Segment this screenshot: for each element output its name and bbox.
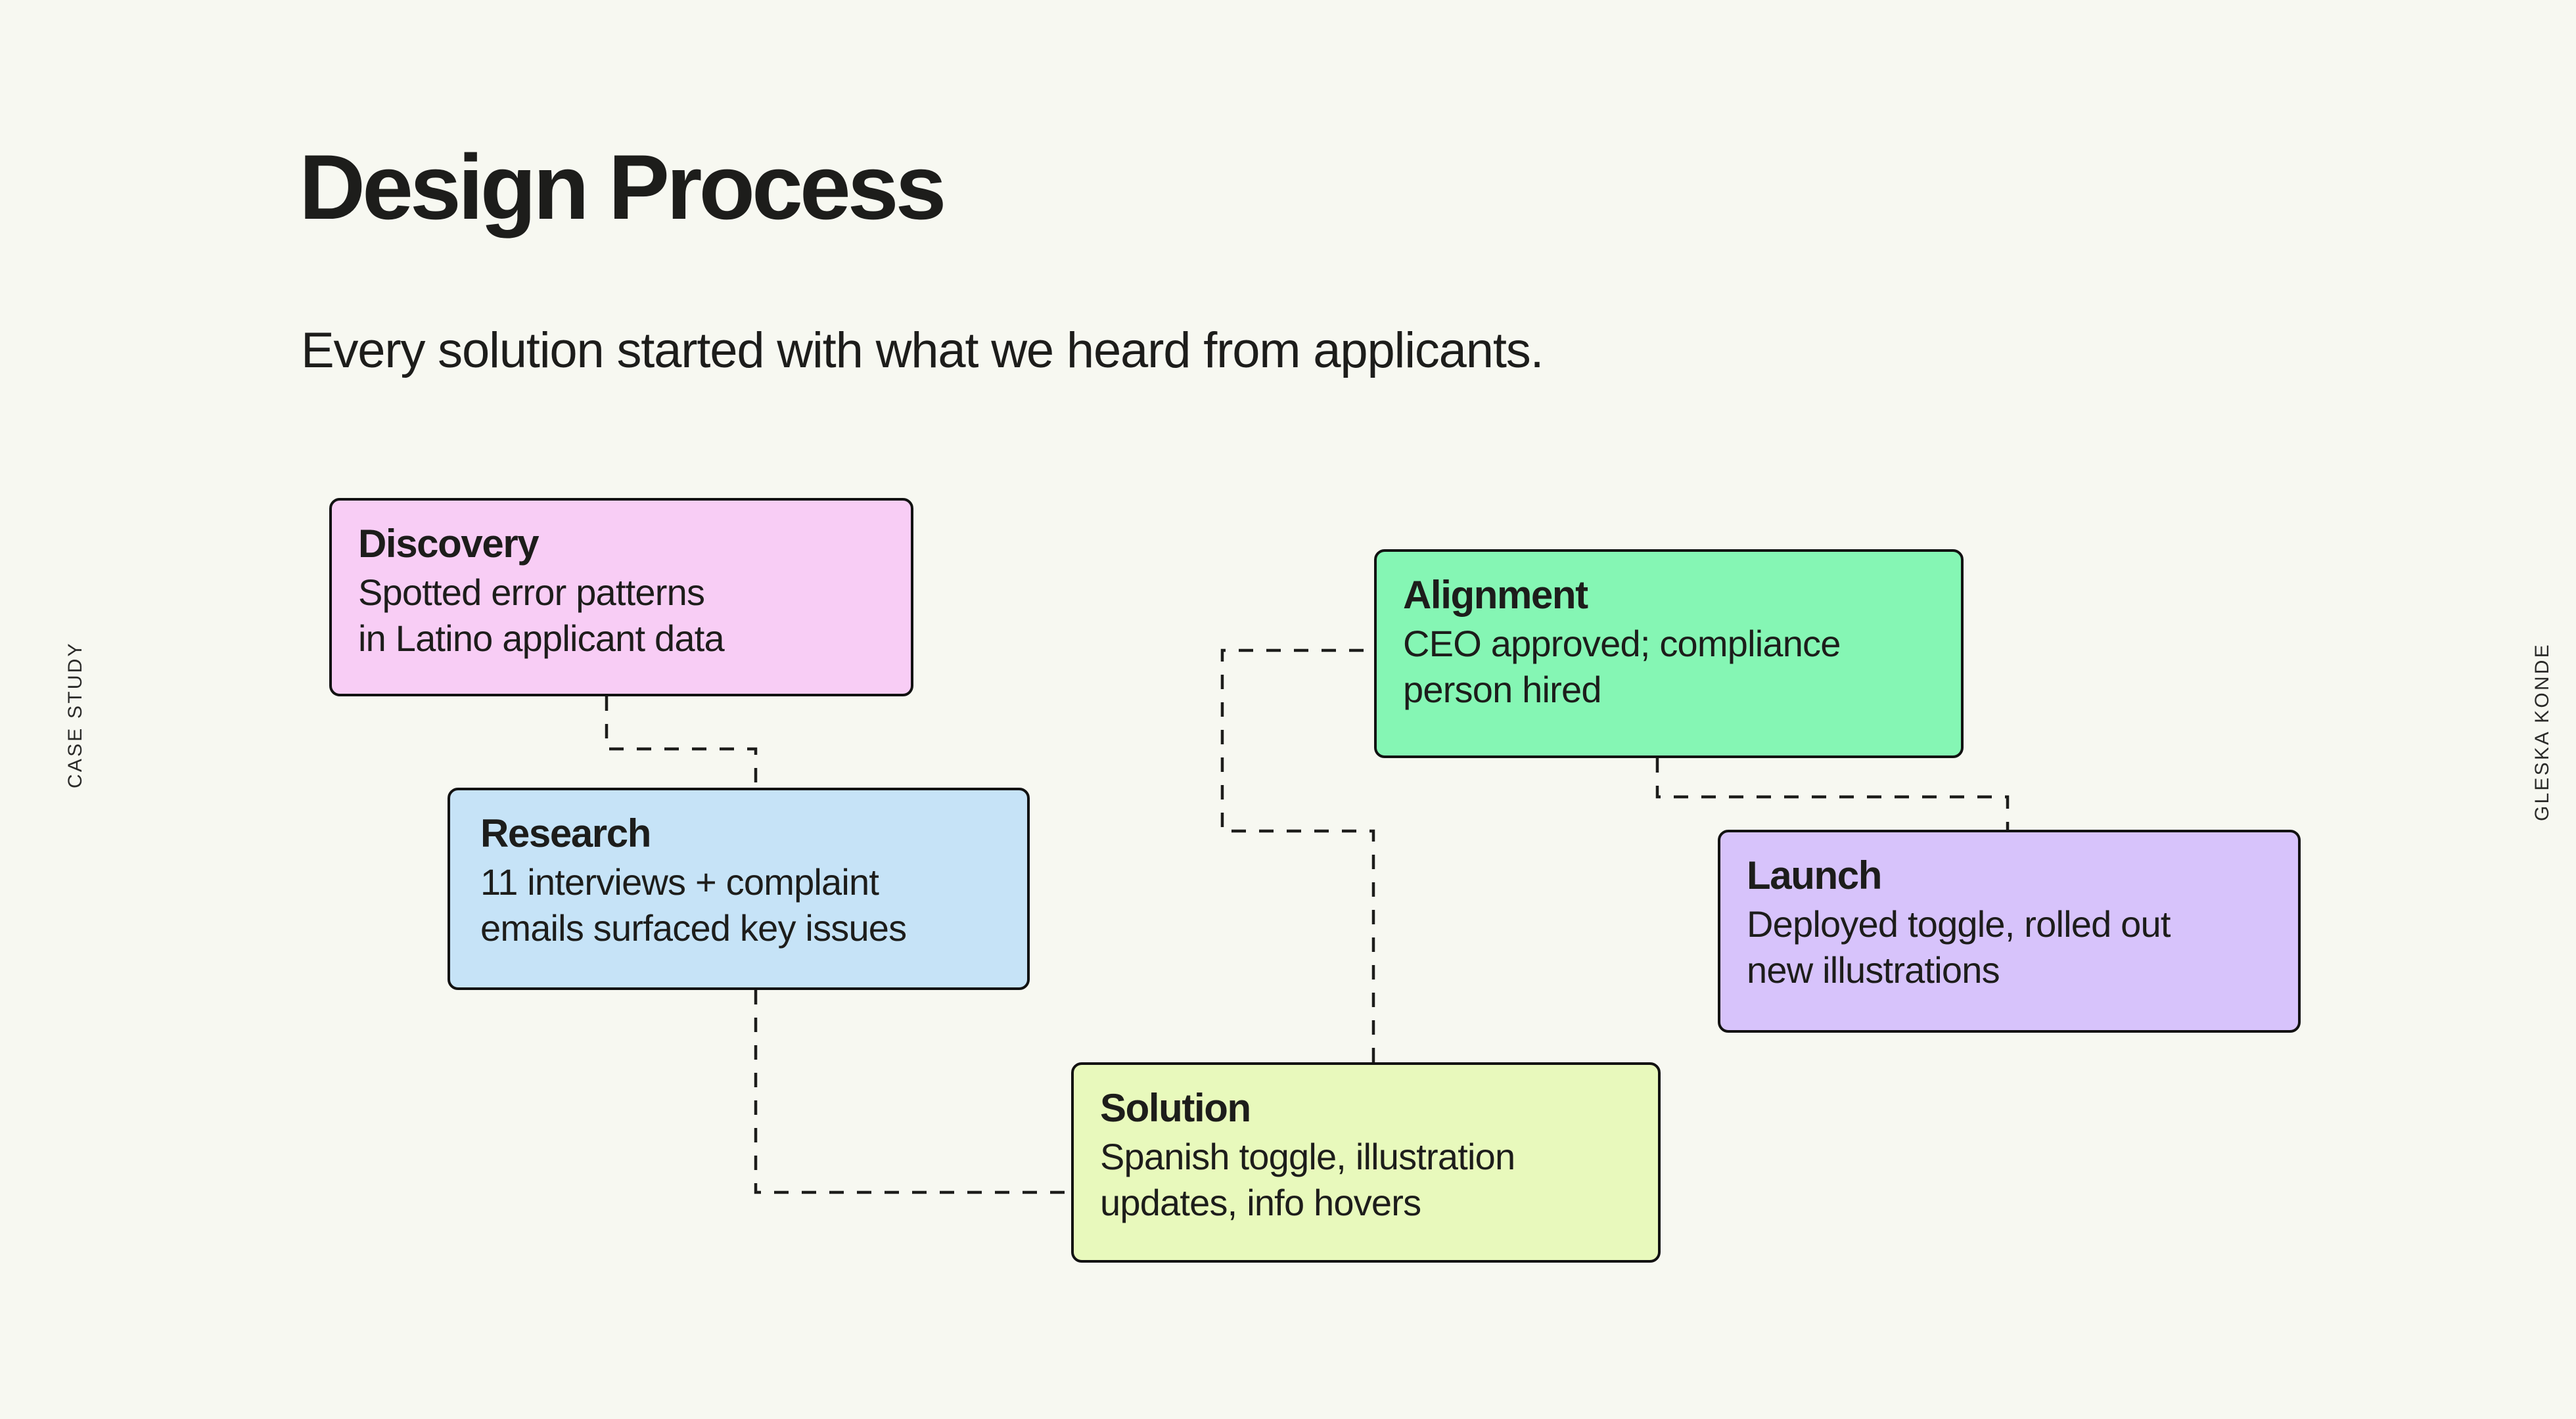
card-body: Spanish toggle, illustration updates, in…: [1100, 1135, 1515, 1224]
card-body: 11 interviews + complaint emails surface…: [480, 861, 907, 949]
flow-card-solution[interactable]: Solution Spanish toggle, illustration up…: [1071, 1062, 1661, 1263]
card-title: Research: [480, 811, 651, 855]
flow-card-discovery[interactable]: Discovery Spotted error patterns in Lati…: [329, 498, 913, 696]
card-title: Solution: [1100, 1086, 1251, 1130]
card-title: Discovery: [358, 522, 540, 566]
card-body: Deployed toggle, rolled out new illustra…: [1747, 903, 2171, 991]
connector-research-solution: [754, 990, 1071, 1194]
flow-card-launch[interactable]: Launch Deployed toggle, rolled out new i…: [1718, 830, 2301, 1033]
page-title: Design Process: [299, 135, 946, 238]
connector-solution-alignment: [1220, 648, 1375, 1062]
connector-discovery-research: [605, 696, 758, 788]
rail-label-brand: GLESKA KONDE: [2531, 642, 2553, 821]
card-title: Alignment: [1403, 573, 1588, 617]
card-body: Spotted error patterns in Latino applica…: [358, 571, 725, 660]
flow-card-research[interactable]: Research 11 interviews + complaint email…: [448, 788, 1030, 990]
flow-card-alignment[interactable]: Alignment CEO approved; compliance perso…: [1374, 549, 1964, 758]
page-subtitle: Every solution started with what we hear…: [301, 323, 1544, 378]
rail-label-case-study: CASE STUDY: [64, 641, 86, 788]
connector-alignment-launch: [1655, 758, 2010, 830]
card-body: CEO approved; compliance person hired: [1403, 622, 1841, 711]
card-title: Launch: [1747, 853, 1882, 897]
